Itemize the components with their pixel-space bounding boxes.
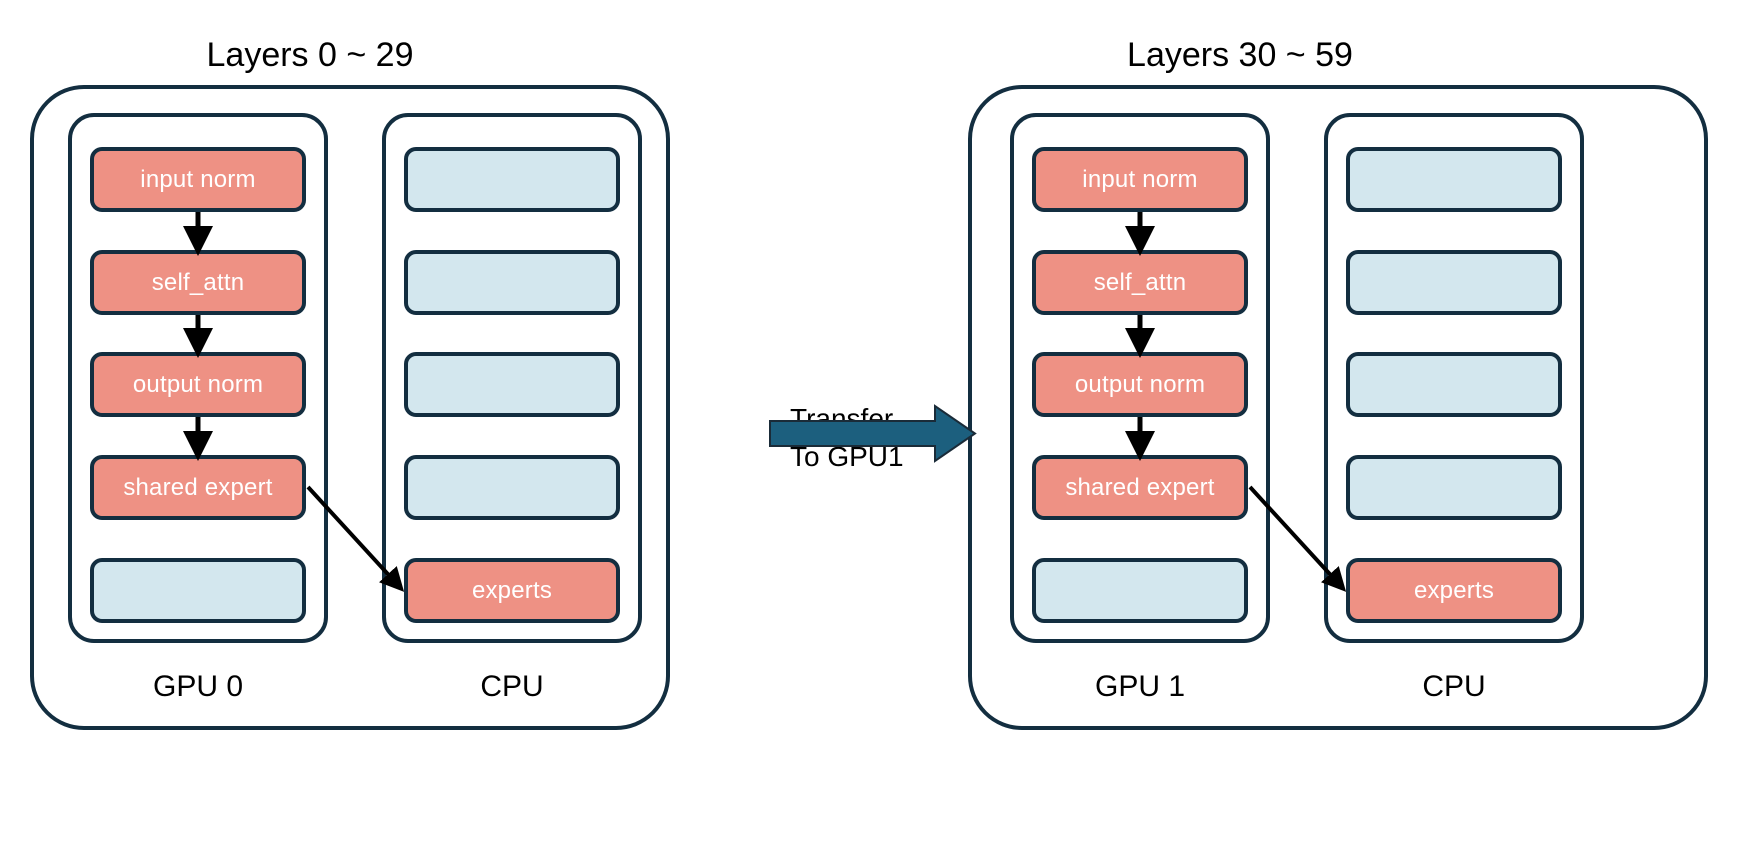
block-empty-gpu1[interactable] bbox=[1032, 558, 1248, 623]
group-title-left: Layers 0 ~ 29 bbox=[206, 36, 414, 74]
block-output-norm-gpu0[interactable]: output norm bbox=[90, 352, 306, 417]
block-self-attn-gpu1[interactable]: self_attn bbox=[1032, 250, 1248, 315]
block-empty-cpu-left-4[interactable] bbox=[404, 455, 620, 520]
block-experts-cpu-left[interactable]: experts bbox=[404, 558, 620, 623]
block-shared-expert-gpu0[interactable]: shared expert bbox=[90, 455, 306, 520]
block-self-attn-gpu0[interactable]: self_attn bbox=[90, 250, 306, 315]
transfer-label-line2: To GPU1 bbox=[790, 441, 904, 472]
block-empty-cpu-right-3[interactable] bbox=[1346, 352, 1562, 417]
footer-gpu-0: GPU 0 bbox=[152, 670, 244, 703]
block-output-norm-gpu1[interactable]: output norm bbox=[1032, 352, 1248, 417]
footer-cpu-right: CPU bbox=[1422, 670, 1486, 703]
block-shared-expert-gpu1[interactable]: shared expert bbox=[1032, 455, 1248, 520]
block-empty-gpu0[interactable] bbox=[90, 558, 306, 623]
footer-cpu-left: CPU bbox=[480, 670, 544, 703]
group-title-right: Layers 30 ~ 59 bbox=[1127, 36, 1353, 74]
block-input-norm-gpu0[interactable]: input norm bbox=[90, 147, 306, 212]
block-experts-cpu-right[interactable]: experts bbox=[1346, 558, 1562, 623]
block-empty-cpu-left-1[interactable] bbox=[404, 147, 620, 212]
footer-gpu-1: GPU 1 bbox=[1094, 670, 1186, 703]
block-empty-cpu-left-2[interactable] bbox=[404, 250, 620, 315]
block-empty-cpu-right-1[interactable] bbox=[1346, 147, 1562, 212]
block-empty-cpu-left-3[interactable] bbox=[404, 352, 620, 417]
transfer-label-line1: Transfer bbox=[790, 403, 894, 434]
block-empty-cpu-right-4[interactable] bbox=[1346, 455, 1562, 520]
block-input-norm-gpu1[interactable]: input norm bbox=[1032, 147, 1248, 212]
block-empty-cpu-right-2[interactable] bbox=[1346, 250, 1562, 315]
